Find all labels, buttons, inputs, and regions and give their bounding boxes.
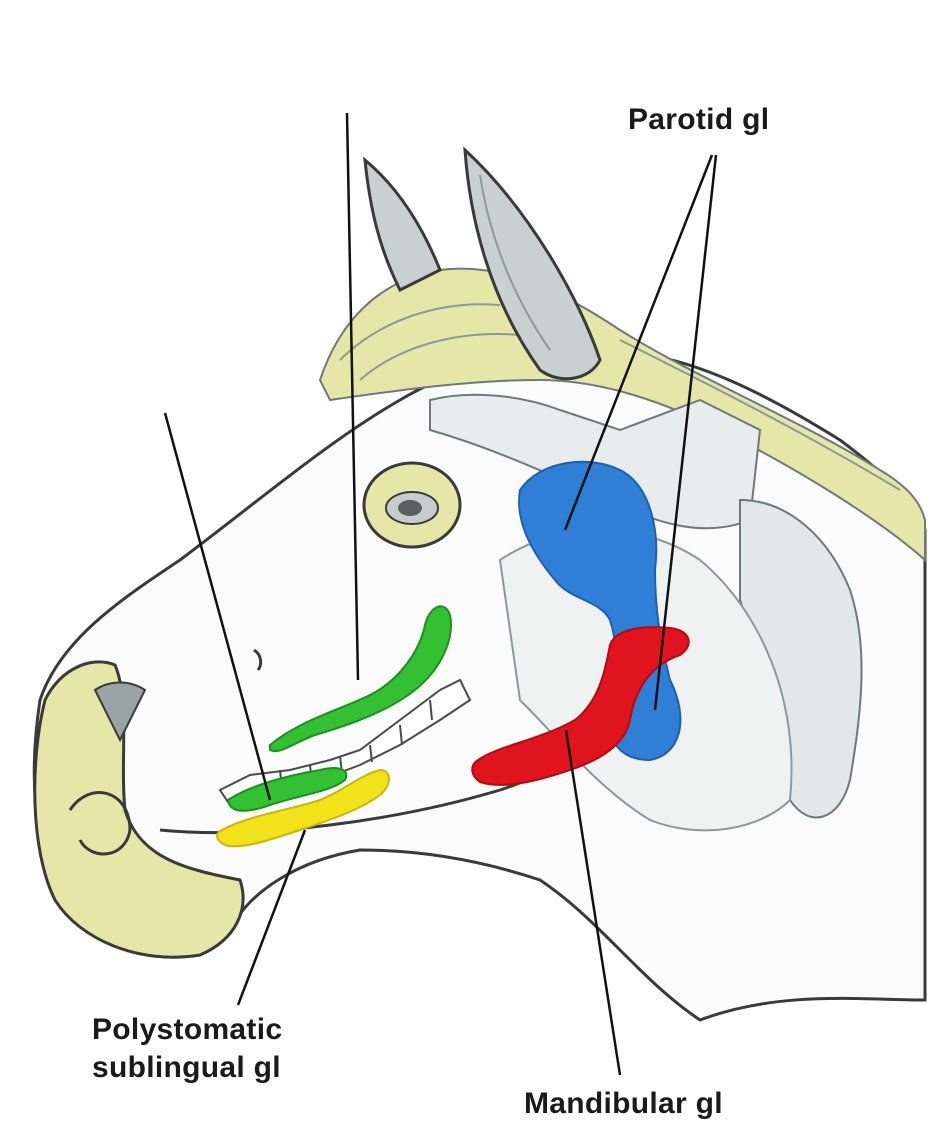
parotid-gland-label: Parotid gl (628, 103, 770, 136)
ears (363, 146, 602, 381)
sublingual-gland (216, 768, 390, 848)
leader-line-top-unlabeled (345, 112, 360, 681)
sublingual-gland-label-line2: sublingual gl (92, 1051, 281, 1084)
mandibular-gland-label: Mandibular gl (524, 1087, 723, 1120)
leader-line-mandibular (564, 729, 622, 1076)
mandibular-gland (471, 626, 690, 786)
mane (318, 267, 926, 563)
leader-lines (163, 112, 718, 1076)
buccal-glands (226, 605, 452, 812)
eye (362, 461, 462, 549)
leader-line-parotid-1 (563, 154, 714, 531)
sublingual-gland-label-line1: Polystomatic (92, 1013, 283, 1046)
leader-line-left-unlabeled (163, 412, 272, 801)
leader-line-parotid-2 (653, 154, 718, 711)
leader-line-sublingual (236, 829, 307, 1006)
muzzle (33, 660, 245, 959)
nasal-notch (253, 648, 263, 671)
